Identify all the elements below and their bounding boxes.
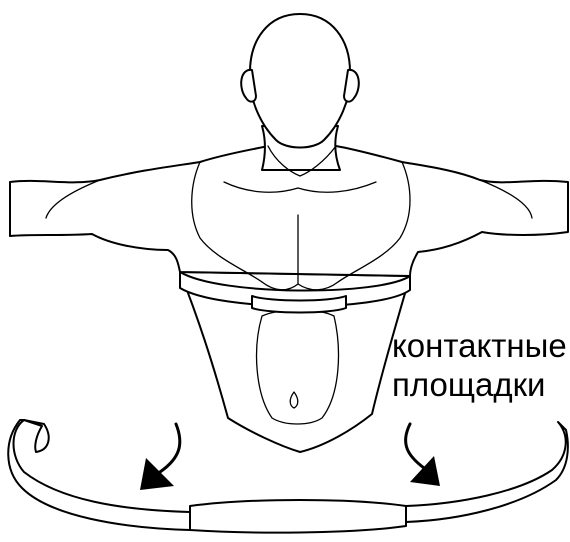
contact-pads-label-line-1: контактные bbox=[392, 326, 570, 365]
contact-pad-arrow-left bbox=[140, 424, 180, 490]
sensor-module bbox=[190, 500, 406, 533]
contact-pads-label-line-2: площадки bbox=[392, 365, 570, 404]
head bbox=[250, 14, 350, 148]
contact-pads-label: контактные площадки bbox=[392, 326, 570, 404]
contact-pad-arrow-right bbox=[406, 424, 440, 486]
